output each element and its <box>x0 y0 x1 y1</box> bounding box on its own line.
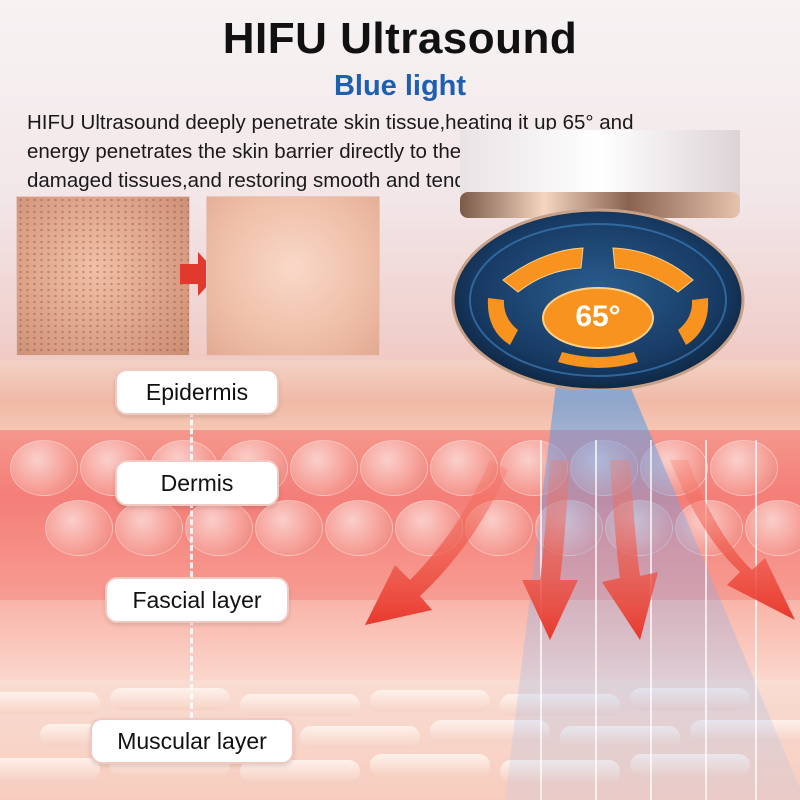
page-title: HIFU Ultrasound <box>222 14 578 63</box>
beam-line <box>755 440 757 800</box>
red-arrows-icon <box>365 460 795 640</box>
label-fascial-layer: Fascial layer <box>105 577 289 623</box>
hifu-device <box>451 130 745 390</box>
right-arrow-icon <box>180 252 218 296</box>
description: HIFU Ultrasound deeply penetrate skin ti… <box>27 108 777 195</box>
skin-before-image <box>16 196 190 356</box>
description-line: damaged tissues,and restoring smooth and… <box>27 169 532 192</box>
label-dermis: Dermis <box>115 460 279 506</box>
skin-after-image <box>206 196 380 356</box>
page-subtitle: Blue light <box>333 70 467 102</box>
temperature-readout: 65° <box>575 300 621 333</box>
beam-line <box>650 440 652 800</box>
connector-line <box>190 619 193 718</box>
beam-line <box>705 440 707 800</box>
connector-line <box>190 411 193 460</box>
beam-line <box>595 440 597 800</box>
description-line: HIFU Ultrasound deeply penetrate skin ti… <box>27 111 634 134</box>
label-epidermis: Epidermis <box>115 369 279 415</box>
connector-line <box>190 502 193 577</box>
label-muscular-layer: Muscular layer <box>90 718 294 764</box>
